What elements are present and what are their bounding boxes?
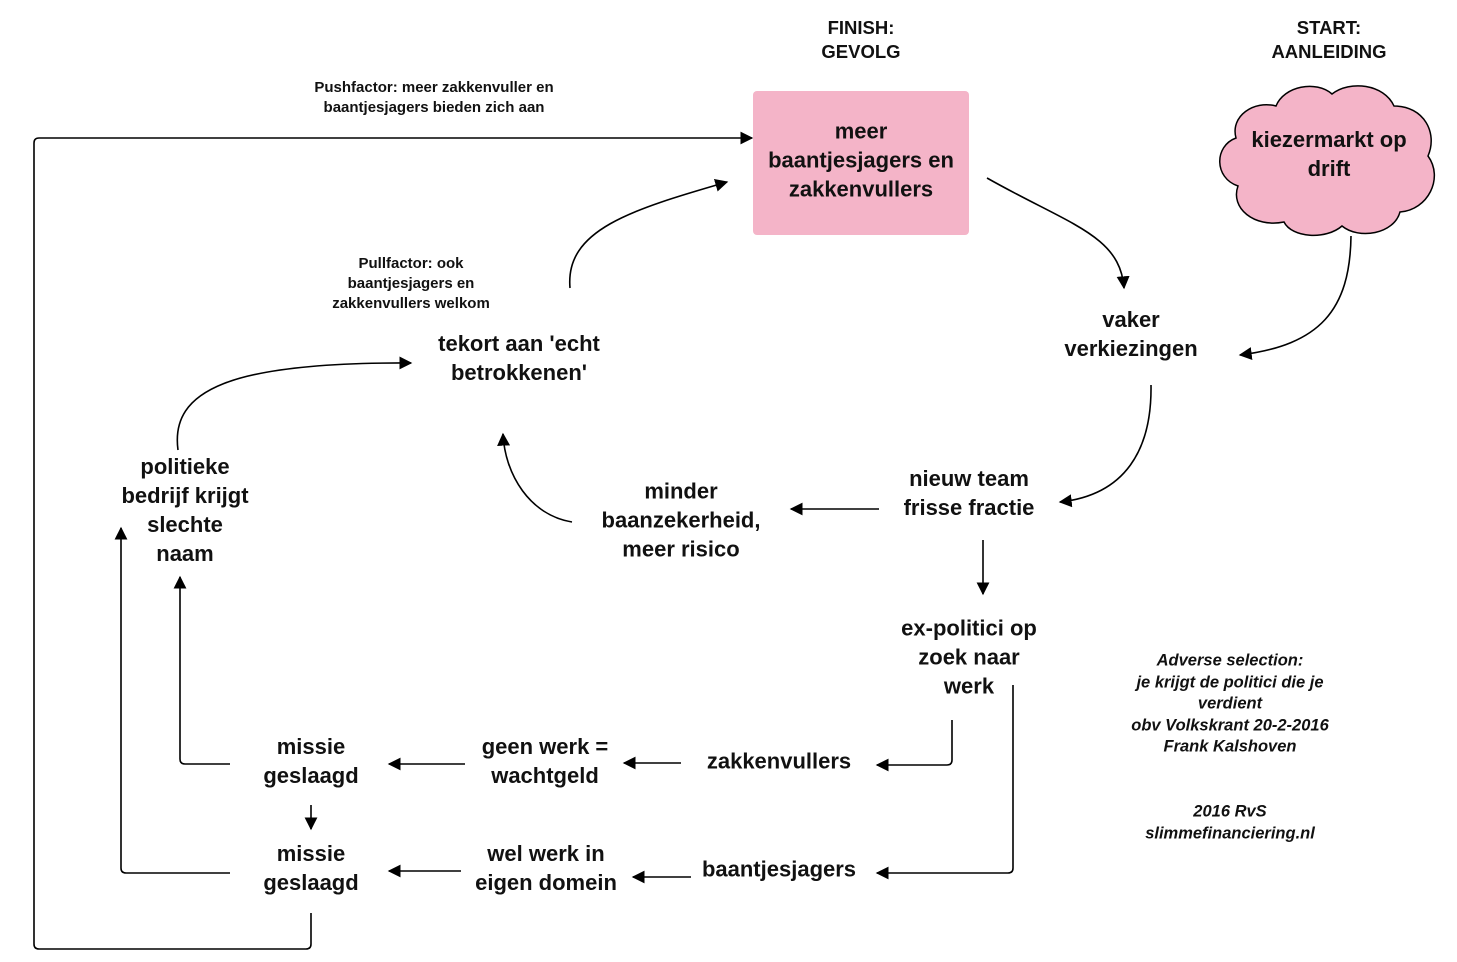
note-source-line: je krijgt de politici die je [1136,672,1324,691]
start-header: START: AANLEIDING [1271,16,1386,64]
node-wel-werk-line: eigen domein [475,870,617,895]
node-verkiezingen-line: verkiezingen [1064,336,1198,361]
note-credit: 2016 RvS slimmefinanciering.nl [1145,802,1315,845]
node-ex-politici: ex-politici op zoek naar werk [901,614,1037,701]
node-slechte-naam-line: slechte [147,512,223,537]
node-missie-geslaagd-2: missie geslaagd [263,839,358,897]
node-zakkenvullers: zakkenvullers [707,747,851,776]
node-tekort-line: betrokkenen' [450,360,588,385]
node-ex-politici-line: werk [943,673,995,699]
label-pushfactor-line: baantjesjagers bieden zich aan [323,99,545,116]
node-slechte-naam: politieke bedrijf krijgt slechte naam [121,452,248,568]
node-geen-werk: geen werk = wachtgeld [482,732,609,790]
node-gevolg-line: baantjesjagers en [768,147,954,173]
label-pushfactor: Pushfactor: meer zakkenvuller en baantje… [314,78,553,118]
node-gevolg-line: meer [834,118,888,144]
node-geen-werk-line: geen werk = [481,734,609,759]
note-credit-line: slimmefinanciering.nl [1145,824,1315,842]
node-ex-politici-line: zoek naar [918,644,1020,670]
arrow-pushfactor-to-gevolg [33,131,754,950]
node-slechte-naam-line: bedrijf krijgt [121,483,249,508]
note-source-line: Adverse selection: [1156,651,1304,670]
note-source-line: Frank Kalshoven [1163,737,1297,756]
node-zakkenvullers-line: zakkenvullers [706,748,852,774]
finish-header-line: GEVOLG [821,41,901,62]
node-tekort: tekort aan 'echt betrokkenen' [438,329,600,387]
node-aanleiding-line: drift [1307,156,1351,181]
node-wel-werk: wel werk in eigen domein [475,839,617,897]
finish-header: FINISH: GEVOLG [821,16,900,64]
node-verkiezingen: vaker verkiezingen [1064,305,1197,363]
arrow-verkiezingen-to-nieuw-team [1058,384,1152,508]
node-missie-2-line: missie [276,841,346,866]
node-minder-line: minder [644,478,718,504]
label-pullfactor: Pullfactor: ook baantjesjagers en zakken… [332,254,490,314]
finish-header-line: FINISH: [827,17,895,38]
node-gevolg-line: zakkenvullers [788,176,934,202]
arrow-minder-to-tekort [497,432,573,523]
node-tekort-line: tekort aan 'echt [438,331,600,356]
finish-box [753,91,969,235]
label-pullfactor-line: baantjesjagers en [347,275,475,292]
note-source: Adverse selection: je krijgt de politici… [1131,650,1328,758]
node-minder-line: meer risico [622,536,740,562]
node-missie-2-line: geslaagd [263,870,359,895]
node-wel-werk-line: wel werk in [487,841,605,866]
note-credit-line: 2016 RvS [1193,802,1267,821]
node-ex-politici-line: ex-politici op [901,615,1037,641]
note-source-line: obv Volkskrant 20-2-2016 [1131,715,1329,734]
node-nieuw-team-line: frisse fractie [903,495,1035,520]
node-baantjesjagers-line: baantjesjagers [701,856,857,882]
node-geen-werk-line: wachtgeld [491,763,599,788]
arrow-tekort-to-gevolg [569,178,729,289]
arrow-gevolg-to-verkiezingen [986,177,1130,290]
node-missie-geslaagd-1: missie geslaagd [263,732,358,790]
arrow-aanleiding-to-verkiezingen [1238,235,1352,360]
node-missie-1-line: geslaagd [263,763,359,788]
arrow-ex-politici-to-zakkenvullers [875,720,953,772]
node-slechte-naam-line: politieke [140,454,230,479]
node-missie-1-line: missie [276,734,346,759]
node-gevolg: meer baantjesjagers en zakkenvullers [768,117,954,204]
node-baantjesjagers: baantjesjagers [702,855,856,884]
arrow-ex-politici-to-baantjesjagers [875,685,1014,880]
note-source-line: verdient [1197,694,1263,713]
arrow-missie-2-to-slechte-naam [114,526,230,874]
node-minder-line: baanzekerheid, [601,507,761,533]
label-pullfactor-line: Pullfactor: ook [358,255,464,272]
arrow-slechte-naam-to-tekort [176,356,413,451]
label-pushfactor-line: Pushfactor: meer zakkenvuller en [314,79,554,96]
node-aanleiding: kiezermarkt op drift [1251,125,1406,183]
start-header-line: AANLEIDING [1271,41,1387,62]
node-verkiezingen-line: vaker [1102,307,1160,332]
node-minder-baanzekerheid: minder baanzekerheid, meer risico [602,477,761,564]
label-pullfactor-line: zakkenvullers welkom [332,295,490,312]
arrow-missie-1-to-slechte-naam [173,575,230,765]
node-nieuw-team: nieuw team frisse fractie [904,464,1035,522]
node-nieuw-team-line: nieuw team [909,466,1029,491]
node-slechte-naam-line: naam [156,541,214,566]
node-aanleiding-line: kiezermarkt op [1251,127,1407,152]
start-cloud [1219,85,1436,237]
start-header-line: START: [1296,17,1362,38]
